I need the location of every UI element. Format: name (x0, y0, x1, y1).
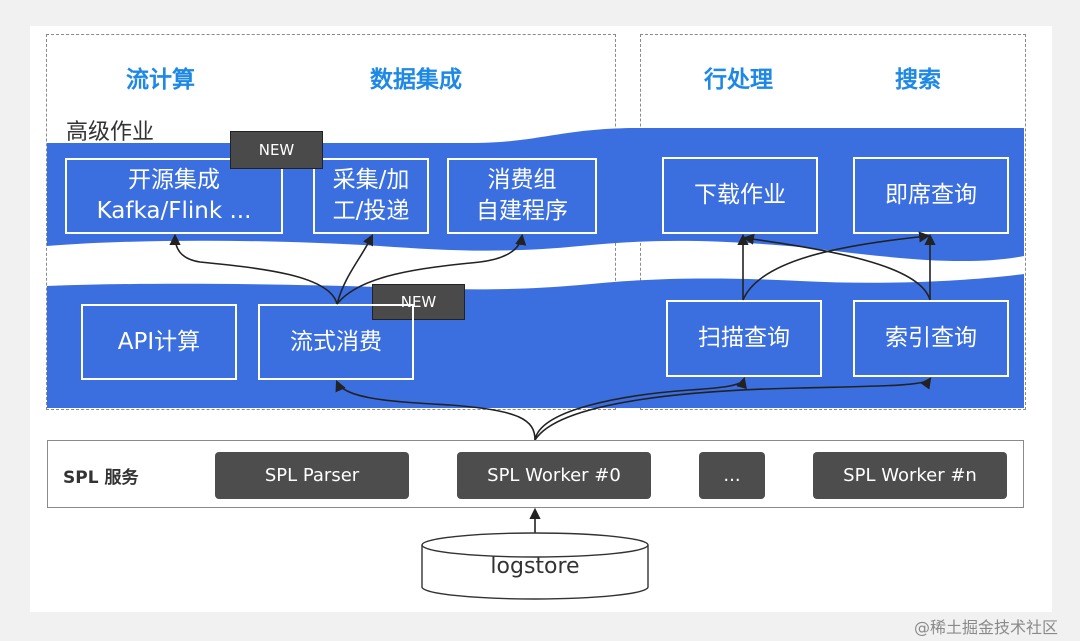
header-search: 搜索 (895, 67, 941, 93)
watermark: @稀土掘金技术社区 (914, 618, 1059, 637)
box-line-2: 工/投递 (332, 198, 410, 224)
collect-process-deliver-box[interactable]: 采集/加 工/投递 (313, 158, 429, 234)
lower-band (47, 274, 1024, 408)
header-stream-compute: 流计算 (126, 67, 195, 93)
spl-parser-button[interactable]: SPL Parser (215, 452, 409, 499)
advanced-jobs-label: 高级作业 (66, 120, 155, 145)
spl-worker-0-button[interactable]: SPL Worker #0 (457, 452, 651, 499)
spl-ellipsis-button[interactable]: ... (699, 452, 765, 499)
adhoc-query-box[interactable]: 即席查询 (853, 157, 1009, 234)
box-line-1: 消费组 (487, 167, 557, 193)
box-line-2: 自建程序 (476, 198, 568, 224)
spl-worker-n-button[interactable]: SPL Worker #n (813, 452, 1007, 499)
scan-query-box[interactable]: 扫描查询 (666, 300, 822, 377)
consumer-group-box[interactable]: 消费组 自建程序 (447, 158, 597, 234)
open-source-integration-box[interactable]: 开源集成 Kafka/Flink ... (65, 158, 283, 234)
box-line-1: 采集/加 (332, 167, 410, 193)
header-data-integration: 数据集成 (370, 67, 462, 93)
box-line-1: 开源集成 (128, 167, 220, 193)
box-line-2: Kafka/Flink ... (96, 198, 252, 224)
api-compute-box[interactable]: API计算 (81, 304, 237, 380)
new-tag-integration: NEW (230, 131, 323, 169)
stream-consume-box[interactable]: 流式消费 (258, 304, 414, 380)
header-row-processing: 行处理 (704, 67, 773, 93)
download-job-box[interactable]: 下载作业 (662, 157, 818, 234)
logstore-label: logstore (490, 554, 580, 579)
index-query-box[interactable]: 索引查询 (853, 300, 1009, 377)
spl-service-label: SPL 服务 (63, 468, 139, 488)
